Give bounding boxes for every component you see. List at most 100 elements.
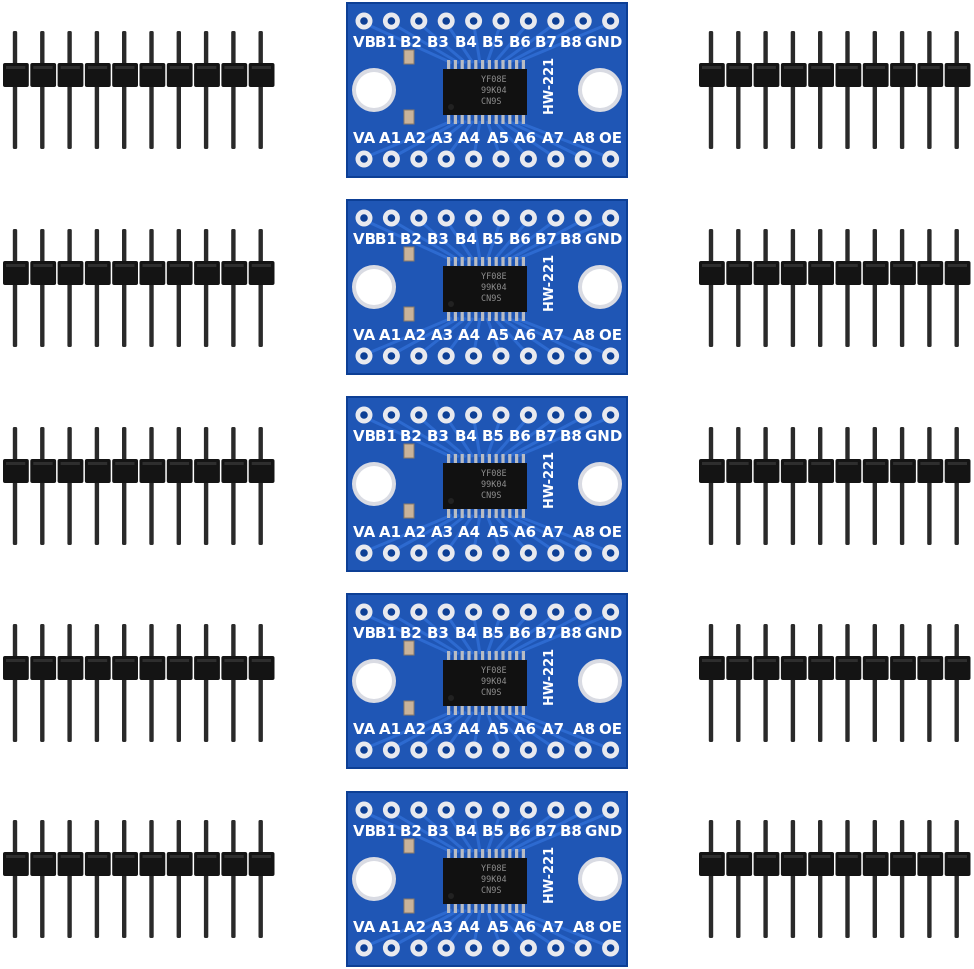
chip-lead [453,311,457,321]
pad-hole [497,549,505,557]
chip-lead [474,508,478,518]
trace [485,22,503,64]
pad-hole [606,549,615,557]
chip-lead [487,651,491,661]
pin-header [3,31,275,149]
chip-lead [460,114,464,124]
header-pin [40,624,45,742]
pad-hole [469,352,478,360]
pin-header [3,427,275,545]
header-pin [176,624,181,742]
header-pin [149,624,154,742]
pad-hole [524,549,533,557]
pin-label-bottom: A7 [542,720,564,738]
header-highlight [197,855,217,858]
chip-dot [448,695,454,701]
pin-label-top: VB [353,624,376,642]
chip-lead [453,454,457,464]
header-pin [258,229,263,347]
header-highlight [702,462,722,465]
pin-label-top: B5 [482,33,504,51]
pin-label-top: VB [353,33,376,51]
chip-lead [494,651,498,661]
chip-lead [515,903,519,913]
header-highlight [783,855,804,858]
header-highlight [60,855,80,858]
chip-lead [494,903,498,913]
chip-lead [494,508,498,518]
header-highlight [920,264,940,267]
trace [507,316,584,357]
chip-lead [481,454,485,464]
trace [363,612,453,656]
header-pin [790,820,796,938]
trace [500,316,557,357]
pad-hole [552,411,560,419]
trace [390,415,460,459]
trace [492,22,530,64]
chip-lead [501,705,505,715]
pin-label-top: B5 [482,230,504,248]
trace [514,119,612,160]
header-pin [258,31,263,149]
pad-hole [524,352,533,360]
pad-hole [606,155,615,163]
pin-label-top: B7 [535,33,557,51]
header-pin [763,229,768,347]
pad-hole [606,17,615,25]
pin-label-bottom: A5 [487,918,509,936]
header-pin [763,427,768,545]
header-pin [818,229,823,347]
trace [363,810,453,854]
header-pin [708,820,714,938]
chip-lead [501,454,505,464]
header-pin [176,820,181,938]
header-highlight [87,855,108,858]
chip-lead [521,705,525,715]
pad-hole [387,806,396,814]
trace [472,811,482,853]
header-highlight [756,66,776,69]
trace [485,416,503,458]
chip-lead [481,705,485,715]
chip-lead [460,651,464,661]
trace [472,613,482,655]
chip-lead [508,651,512,661]
pin-label-top: B5 [482,624,504,642]
pad-hole [442,352,451,360]
chip-marking: YF08E [481,75,507,85]
header-pin [176,229,181,347]
pin-label-bottom: A1 [379,720,401,738]
trace [417,710,467,751]
mounting-hole [356,861,392,897]
header-pin [872,229,877,347]
trace [507,119,584,160]
chip-lead [474,903,478,913]
header-highlight [87,659,108,662]
header-pin [122,229,127,347]
header-highlight [115,659,135,662]
pin-label-top: B3 [427,427,449,445]
header-pin [12,624,18,742]
ic-chip [443,69,527,115]
header-highlight [811,462,831,465]
chip-lead [453,114,457,124]
mounting-hole [356,663,392,699]
chip-lead [508,903,512,913]
pin-label-bottom: A7 [542,129,564,147]
chip-lead [447,60,451,70]
header-highlight [6,855,26,858]
pin-label-top: B4 [455,822,477,840]
chip-lead [521,903,525,913]
header-pin [845,427,850,545]
trace [363,119,453,160]
chip-lead [453,60,457,70]
header-pin [40,229,45,347]
pad-hole [415,17,423,25]
header-pin [845,31,850,149]
header-pin [94,624,100,742]
chip-marking: 99K04 [481,677,507,687]
trace [500,810,557,854]
